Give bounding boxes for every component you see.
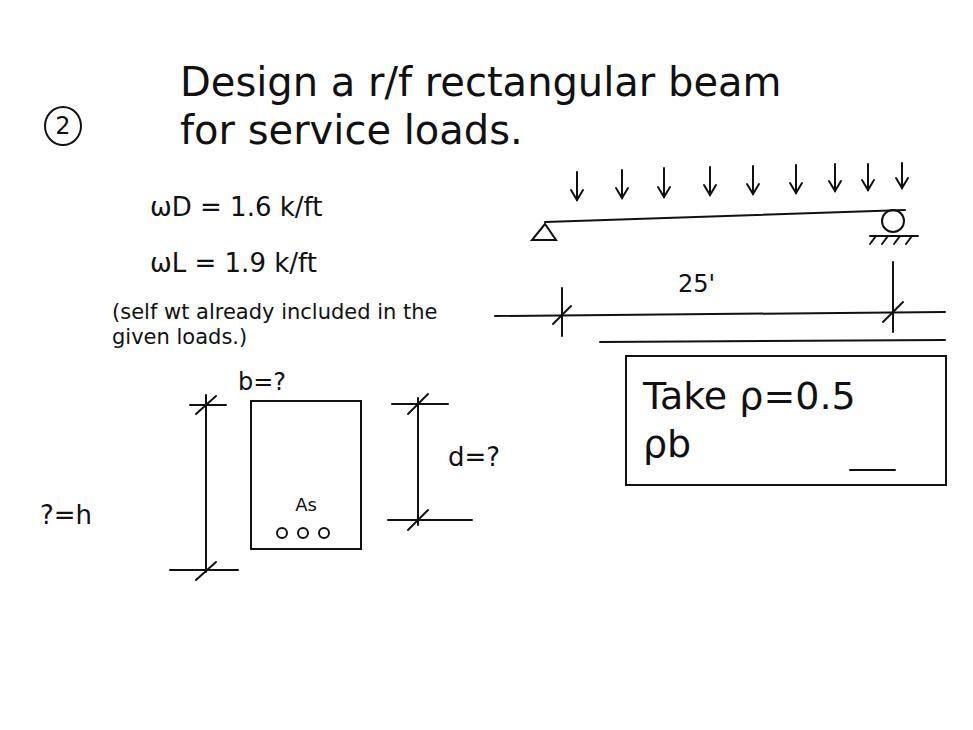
- depth-dimension: d=?: [448, 442, 548, 473]
- live-load: ωL = 1.9 k/ft: [150, 248, 450, 279]
- node-text: Take ρ=0.5 ρb: [643, 373, 883, 468]
- beam-section: As: [250, 400, 362, 550]
- given-ratio-box: Take ρ=0.5 ρb: [625, 355, 947, 486]
- self-weight-note: (self wt already included in the given l…: [112, 300, 482, 350]
- node-text: As: [295, 494, 317, 517]
- node-text: 2: [55, 111, 70, 141]
- dead-load: ωD = 1.6 k/ft: [150, 192, 450, 223]
- height-dimension: ?=h: [40, 500, 150, 531]
- span-dimension: 25': [678, 270, 758, 299]
- width-dimension: b=?: [238, 368, 328, 397]
- callout-circle: 2: [44, 106, 82, 146]
- problem-statement: Design a r/f rectangular beam for servic…: [180, 58, 840, 154]
